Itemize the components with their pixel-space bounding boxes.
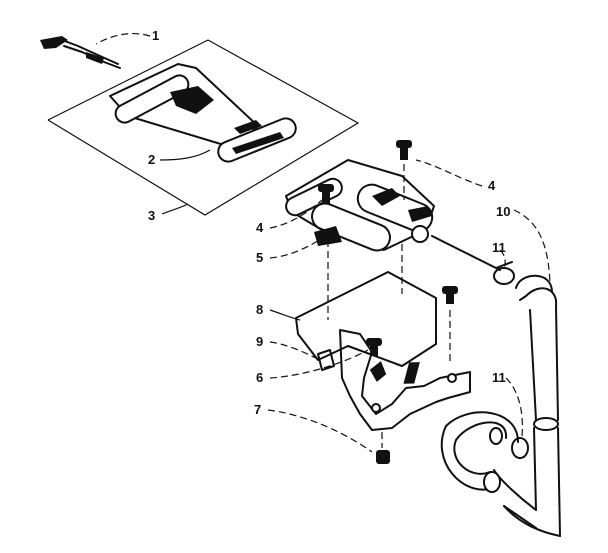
kit-outline-part-3 [47, 39, 360, 216]
nut-part-7 [376, 432, 390, 464]
callout-2: 2 [148, 152, 155, 167]
valve-block-part-5 [285, 159, 435, 252]
callout-7: 7 [254, 402, 261, 417]
callout-4-top: 4 [488, 178, 496, 193]
bracket-part-8 [295, 240, 471, 431]
screw-part-6 [366, 338, 382, 356]
callout-8: 8 [256, 302, 263, 317]
leader-lines [95, 32, 551, 453]
clamp-part-11-lower [511, 437, 529, 459]
cover-part-2 [109, 63, 297, 163]
callout-11-lower: 11 [492, 370, 506, 385]
clamp-part-11-top [493, 261, 515, 285]
screw-part-4-top [396, 140, 412, 200]
clip-part-9 [317, 349, 335, 371]
callout-5: 5 [256, 250, 263, 265]
screw-part-4-left [318, 184, 334, 204]
callout-10: 10 [496, 204, 510, 219]
callout-3: 3 [148, 208, 155, 223]
callout-6: 6 [256, 370, 263, 385]
screw-bracket-right [442, 286, 458, 364]
handle-part-1 [40, 36, 121, 69]
callout-1: 1 [152, 28, 159, 43]
callout-11-top: 11 [492, 240, 506, 255]
callout-4-left: 4 [256, 220, 264, 235]
tube-part-10 [431, 235, 561, 537]
callout-9: 9 [256, 334, 263, 349]
